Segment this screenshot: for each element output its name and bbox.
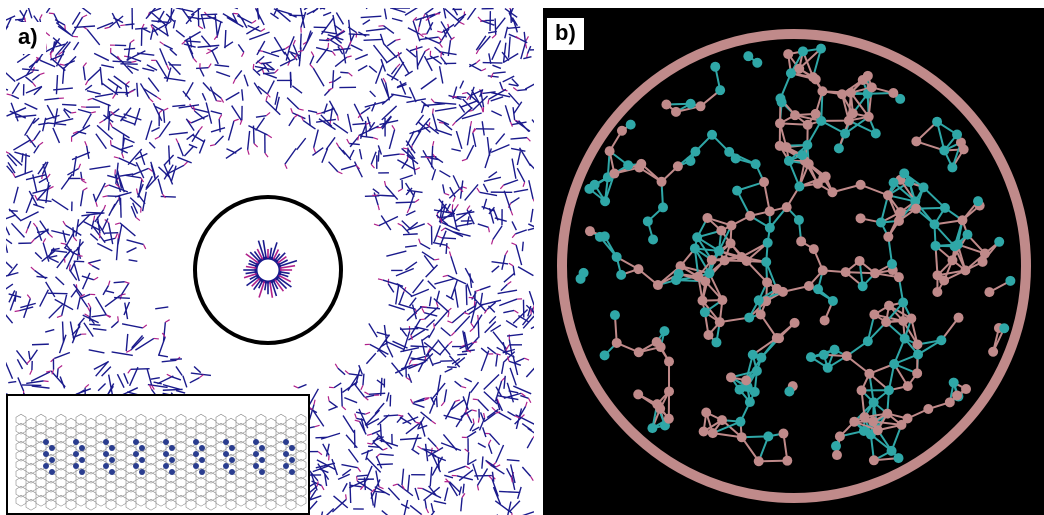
panel-b-label: b) (547, 18, 584, 50)
panel-a-label: a) (10, 22, 46, 54)
nanotube-wall-ring (193, 195, 343, 345)
panel-a-network-view: a) (6, 8, 534, 515)
atom-network (575, 43, 1016, 467)
nanotube-cross-section-ring (557, 29, 1031, 503)
panel-b-image (557, 29, 1031, 503)
inset-molecule-stack (43, 439, 295, 475)
panel-b-cross-section-view: b) (543, 8, 1044, 515)
inset-image (15, 413, 307, 511)
nanotube-side-view-inset (6, 394, 310, 515)
central-molecule (243, 240, 298, 298)
